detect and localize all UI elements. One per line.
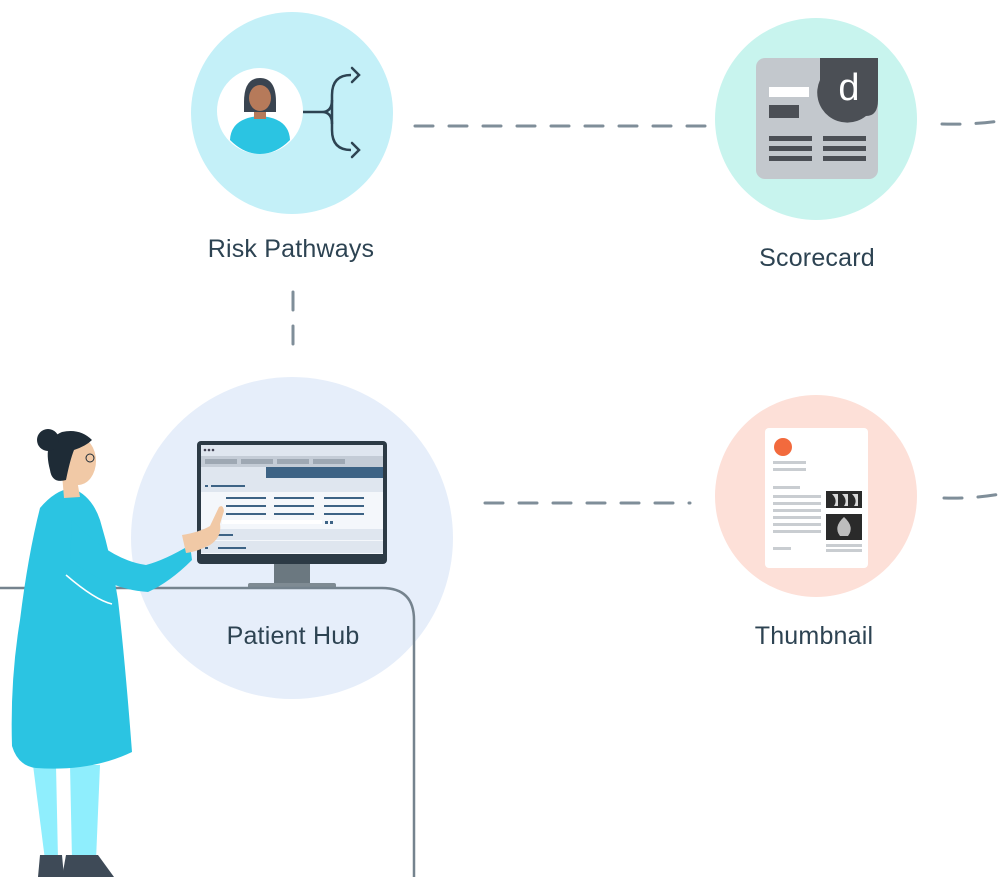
scorecard-document-icon: d xyxy=(756,58,878,179)
scorecard-label[interactable]: Scorecard xyxy=(759,244,875,272)
monitor-icon xyxy=(197,441,387,589)
scorecard-badge-letter: d xyxy=(838,67,859,109)
desk-outline xyxy=(0,586,416,877)
report-thumbnail-icon xyxy=(765,428,868,568)
connector-thumbnail-to-right xyxy=(942,491,1008,500)
risk-pathways-label[interactable]: Risk Pathways xyxy=(207,235,375,263)
connectors xyxy=(291,118,1008,505)
connector-scorecard-to-right xyxy=(940,118,1008,126)
thumbnail-label[interactable]: Thumbnail xyxy=(754,622,874,650)
clinician-figure xyxy=(11,429,224,877)
patient-hub-label[interactable]: Patient Hub xyxy=(226,622,360,650)
patient-branch-icon xyxy=(217,66,361,159)
